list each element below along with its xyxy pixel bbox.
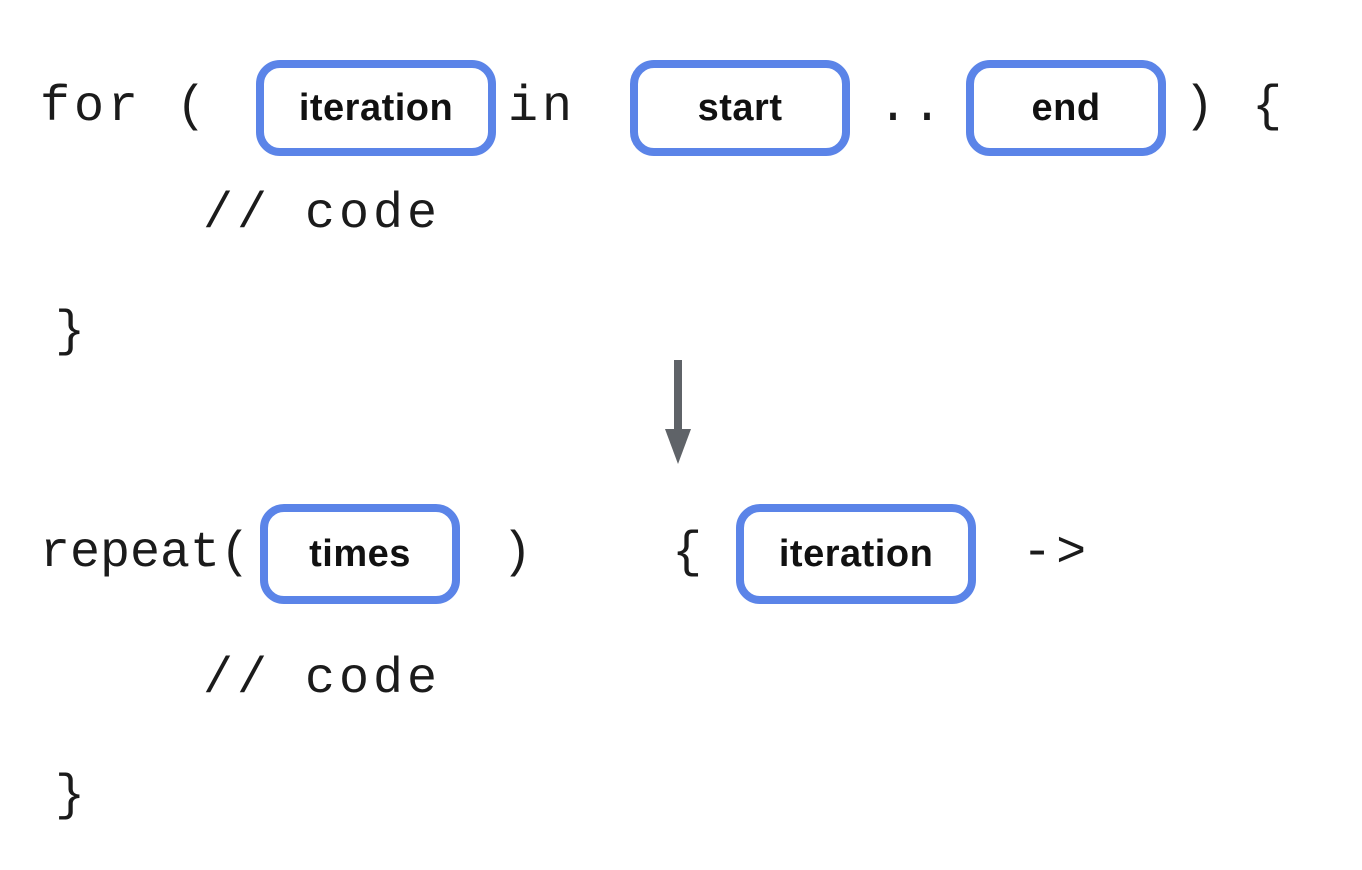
range-operator: ..: [878, 79, 947, 136]
end-placeholder-label: end: [1031, 87, 1101, 129]
for-closing-brace: }: [55, 304, 90, 361]
repeat-close-paren: ): [502, 525, 537, 582]
for-close-paren-open-brace: ) {: [1184, 79, 1287, 136]
for-body-comment: // code: [203, 186, 442, 243]
repeat-keyword: repeat(: [40, 525, 251, 582]
down-arrow-icon: [665, 360, 691, 464]
for-keyword: for (: [40, 79, 211, 136]
start-placeholder-pill: start: [630, 60, 851, 156]
iteration-placeholder-pill: iteration: [256, 60, 497, 156]
iteration-placeholder-label: iteration: [298, 87, 454, 129]
lambda-arrow-operator: ->: [1022, 525, 1091, 582]
times-placeholder-pill: times: [260, 504, 461, 604]
times-placeholder-label: times: [309, 533, 411, 575]
in-keyword: in: [508, 79, 577, 136]
end-placeholder-pill: end: [966, 60, 1167, 156]
repeat-signature-line: repeat( times ) { iteration ->: [40, 502, 1090, 606]
repeat-closing-brace: }: [55, 768, 90, 825]
iteration-placeholder-pill: iteration: [736, 504, 977, 604]
for-loop-signature-line: for ( iteration in start .. end ) {: [40, 58, 1286, 158]
repeat-body-comment: // code: [203, 651, 442, 708]
start-placeholder-label: start: [697, 87, 783, 129]
repeat-open-brace: {: [672, 525, 707, 582]
iteration-placeholder-label: iteration: [778, 533, 934, 575]
